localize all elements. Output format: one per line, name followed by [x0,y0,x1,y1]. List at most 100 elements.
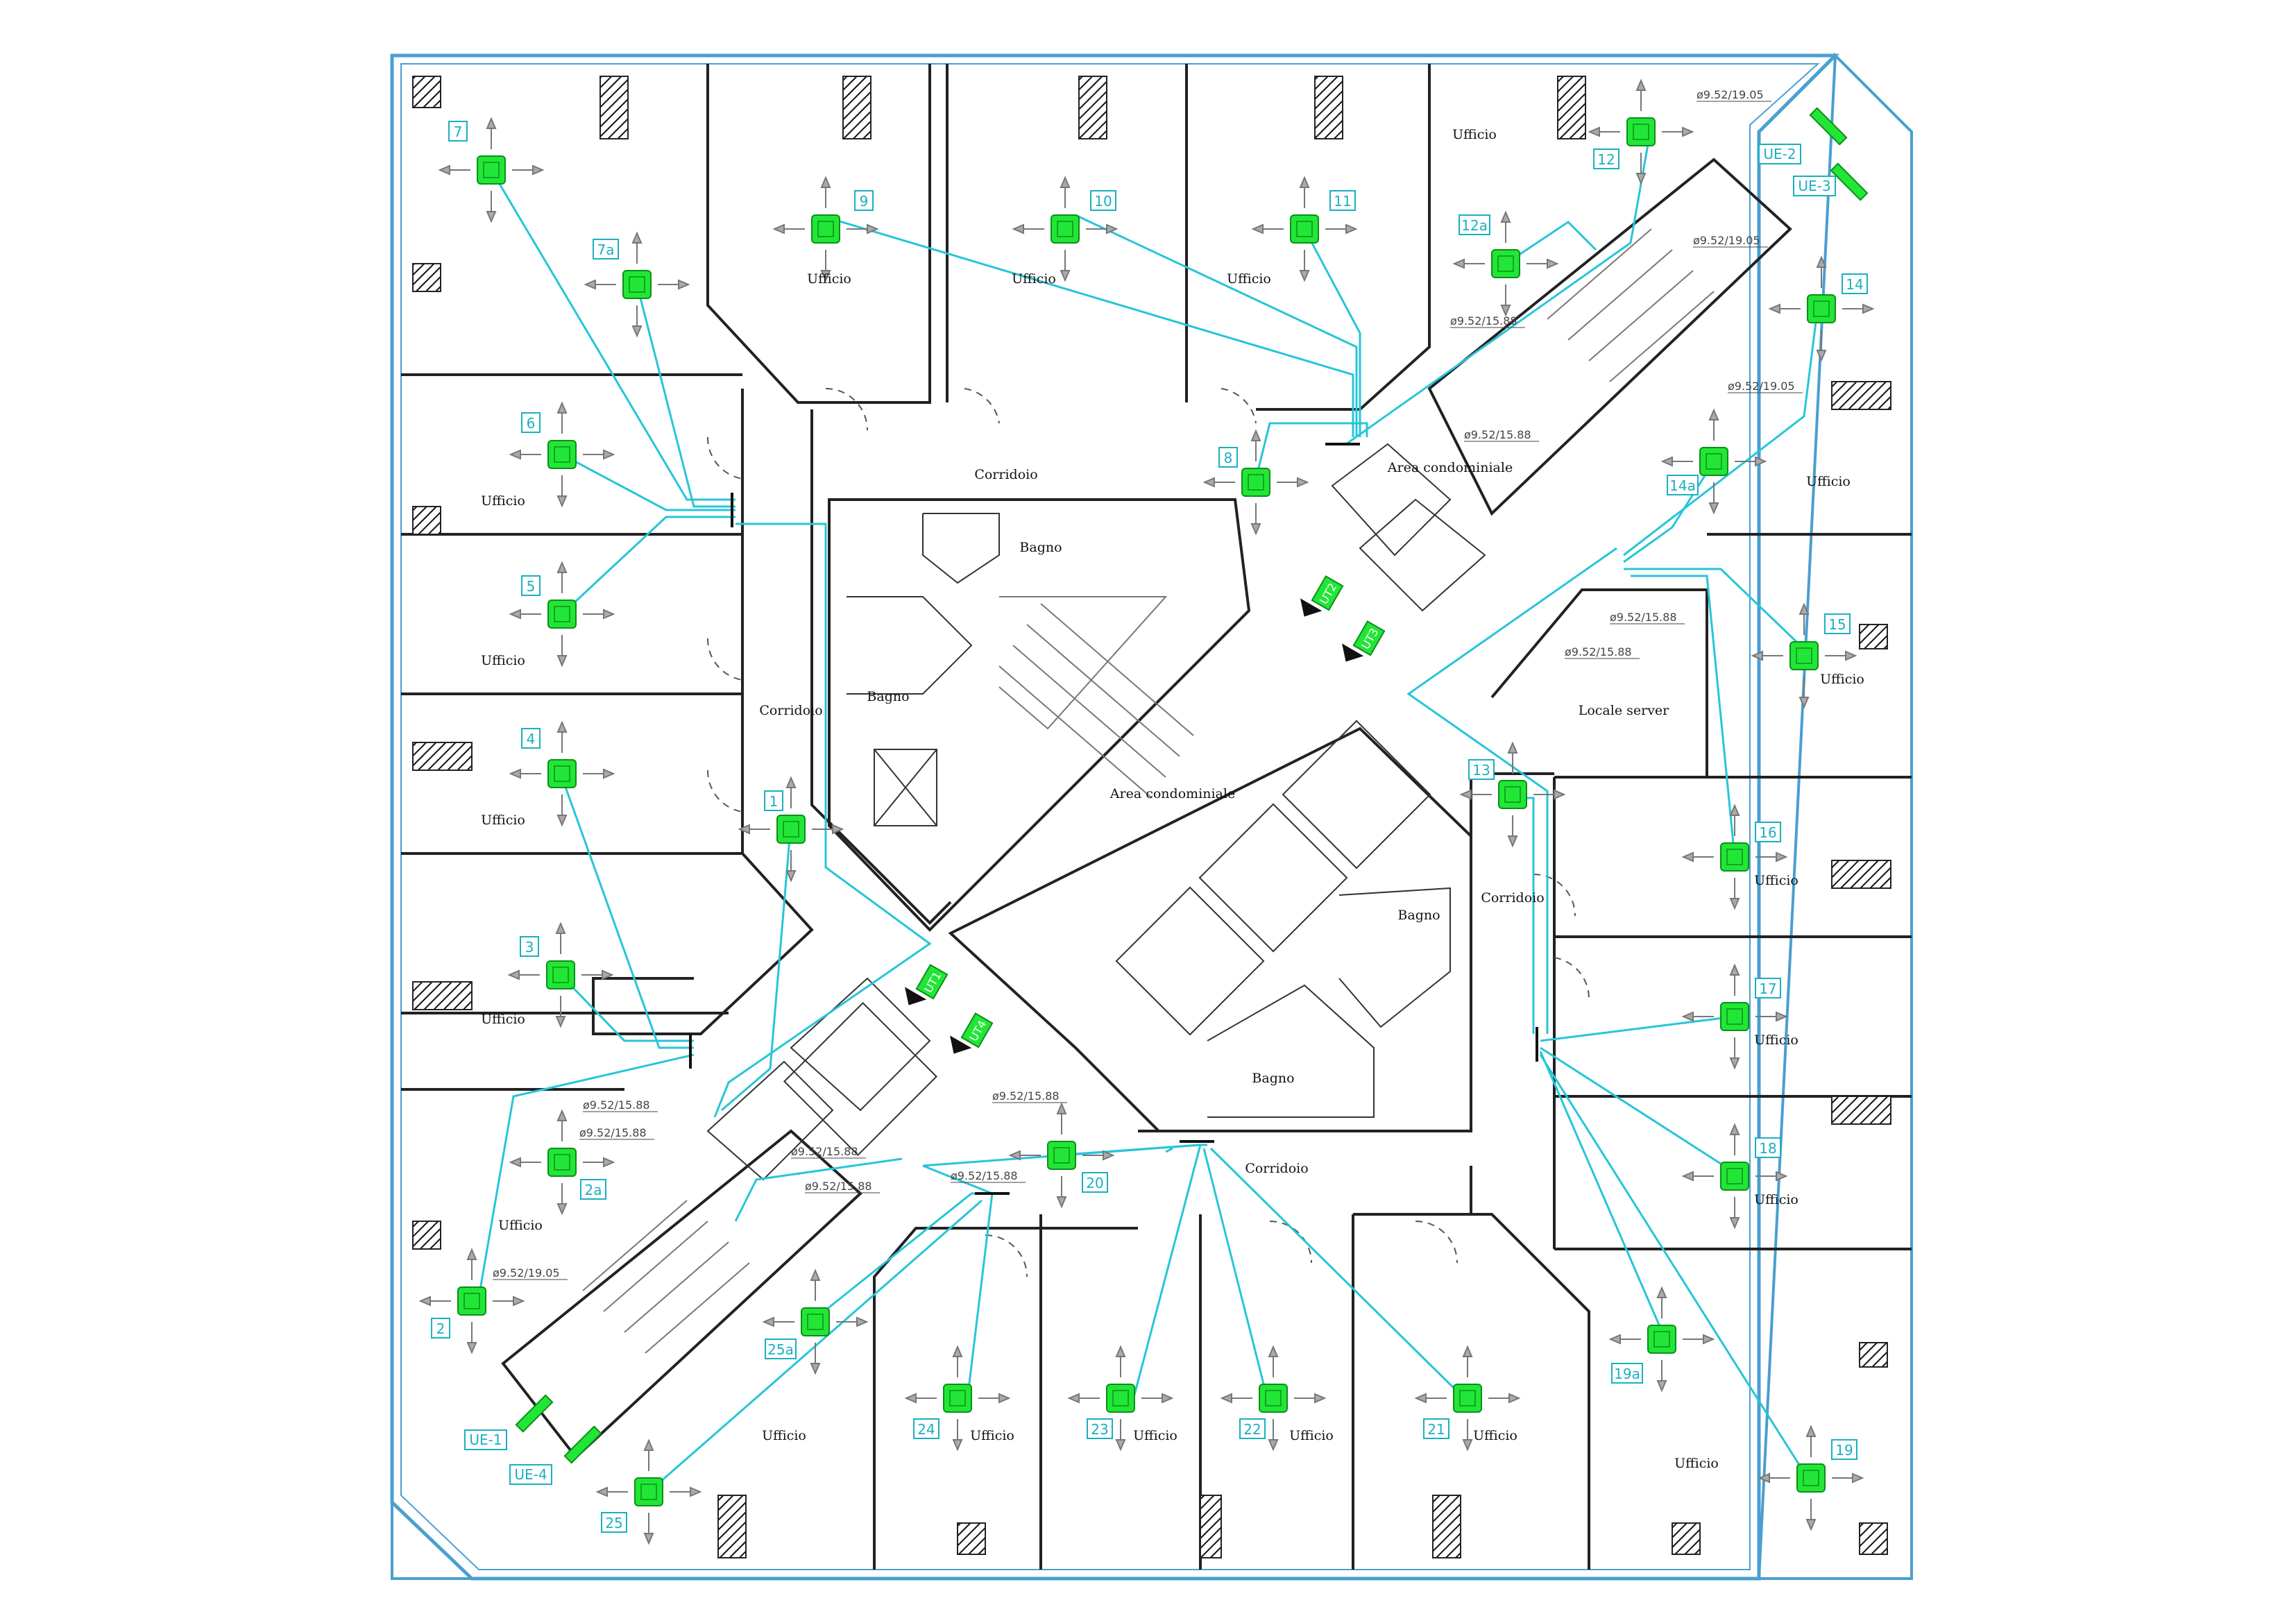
cassette-grille [1112,1390,1129,1407]
indoor-unit-14a: 14a [1662,409,1766,513]
indoor-unit-1: 1 [739,777,843,881]
room-label-corridoio: Corridoio [974,467,1037,482]
unit-tag-box [1087,1418,1113,1439]
unit-tag-box [521,575,541,596]
riser-arrow-icon [1342,643,1364,662]
unit-tag-label: 17 [1759,980,1776,997]
cassette-unit-icon [1807,294,1836,323]
room-label-bagno: Bagno [867,689,909,704]
pipe-size-label: ø9.52/15.88 [579,1126,647,1139]
room-label-ufficio: Ufficio [1133,1428,1177,1443]
cassette-grille [483,162,500,178]
cassette-grille [783,821,799,838]
unit-tag-label: 13 [1472,762,1490,779]
cassette-unit-icon [1491,249,1520,278]
pipe-size-label: ø9.52/19.05 [493,1266,560,1280]
indoor-unit-21: 21 [1415,1346,1520,1450]
unit-tag-box [1329,190,1356,211]
indoor-unit-2a: 2a [510,1110,614,1214]
outdoor-tag-box [1793,176,1836,196]
outdoor-tag-label: UE-3 [1798,178,1830,194]
cassette-grille [554,606,570,622]
unit-tag-box [1842,273,1868,294]
room-label-ufficio: Ufficio [807,271,851,287]
unit-tag-label: 2a [585,1182,602,1198]
unit-tag-box [580,1179,606,1200]
unit-tag-box [1090,190,1116,211]
cassette-grille [1726,1008,1743,1025]
pipe-size-label: ø9.52/15.88 [791,1145,858,1158]
indoor-unit-16: 16 [1683,805,1787,909]
indoor-unit-15: 15 [1752,604,1856,708]
unit-tag-label: 24 [917,1421,935,1438]
unit-tag-box [1824,613,1851,634]
indoor-unit-25a: 25a [763,1270,867,1374]
room-label-ufficio: Ufficio [1452,127,1497,142]
outdoor-unit-ue-1: UE-1 [464,1394,554,1450]
cassette-unit-icon [1051,214,1080,244]
cassette-grille [1633,124,1649,140]
unit-tag-box [1755,822,1781,842]
room-label-corridoio: Corridoio [1481,890,1544,906]
outdoor-tag-label: UE-4 [514,1466,547,1483]
outdoor-tag-box [464,1429,507,1450]
unit-tag-label: 14 [1846,276,1863,293]
unit-tag-box [1218,447,1238,468]
unit-tag-box [448,121,468,142]
condenser-icon [563,1425,602,1464]
room-label-ufficio: Ufficio [1754,1192,1798,1207]
riser-tag-box [1352,620,1386,656]
indoor-unit-9: 9 [774,177,878,281]
riser-tag-box [1311,575,1344,611]
unit-tag-label: 16 [1759,824,1776,841]
room-label-ufficio: Ufficio [1754,873,1798,888]
outdoor-tag-box [1758,144,1801,164]
room-label-ufficio: Ufficio [1806,474,1851,489]
cassette-unit-icon [1720,1162,1749,1191]
cassette-grille [949,1390,966,1407]
room-label-bagno: Bagno [1397,908,1440,923]
cassette-grille [1053,1147,1070,1164]
pipe-size-label: ø9.52/15.88 [805,1180,872,1193]
outdoor-unit-ue-4: UE-4 [509,1425,602,1485]
indoor-unit-3: 3 [509,923,613,1027]
unit-tag-box [1611,1363,1643,1384]
unit-tag-label: 10 [1094,193,1112,210]
cassette-grille [640,1484,657,1500]
unit-tag-label: 2 [436,1320,445,1337]
cassette-grille [1248,474,1264,491]
riser-tag-ut4: UT4 [950,1012,994,1054]
unit-tag-box [1082,1172,1108,1193]
room-label-ufficio: Ufficio [1754,1033,1798,1048]
room-label-ufficio: Ufficio [1674,1456,1719,1471]
cassette-unit-icon [477,155,506,185]
indoor-unit-10: 10 [1013,177,1117,281]
unit-tag-label: 23 [1091,1421,1108,1438]
indoor-unit-2: 2 [420,1249,524,1353]
unit-tag-label: 20 [1086,1175,1103,1191]
indoor-unit-20: 20 [1010,1103,1114,1207]
unit-tag-box [1831,1439,1857,1460]
outdoor-tag-label: UE-1 [469,1431,502,1448]
indoor-unit-12a: 12a [1454,212,1558,316]
unit-tag-label: 21 [1427,1421,1445,1438]
cassette-unit-icon [943,1384,972,1413]
cassette-grille [807,1314,824,1330]
unit-tag-label: 19a [1614,1366,1640,1382]
unit-tag-label: 4 [527,731,536,747]
cassette-grille [552,967,569,983]
cassette-unit-icon [1720,1002,1749,1031]
room-label-ufficio: Ufficio [970,1428,1014,1443]
cassette-unit-icon [1720,842,1749,872]
indoor-unit-19: 19 [1759,1426,1863,1530]
cassette-unit-icon [1647,1325,1676,1354]
cassette-unit-icon [547,600,577,629]
cassette-unit-icon [1047,1141,1076,1170]
outdoor-tag-box [509,1464,552,1485]
unit-tag-label: 7 [454,124,463,140]
indoor-unit-5: 5 [510,562,614,666]
unit-tag-label: 18 [1759,1140,1776,1157]
indoor-unit-8: 8 [1204,430,1308,534]
cassette-grille [1706,453,1722,470]
unit-tag-box [601,1512,627,1533]
